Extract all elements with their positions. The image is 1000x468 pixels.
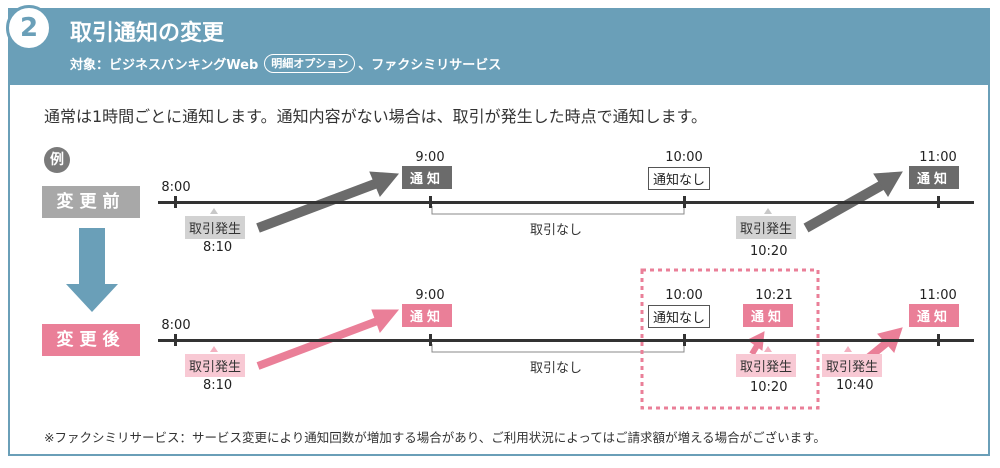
after-tick-8 xyxy=(174,334,177,346)
after-time-8: 8:00 xyxy=(161,318,191,333)
target-suffix: 、ファクシミリサービス xyxy=(358,58,502,73)
before-tick-8 xyxy=(174,196,177,208)
target-line: 対象：ビジネスバンキングWeb 明細オプション 、ファクシミリサービス xyxy=(70,54,501,73)
after-arrow-1 xyxy=(256,309,400,370)
down-arrow-icon xyxy=(66,228,118,312)
example-badge: 例 xyxy=(44,147,70,173)
before-notice-9: 通知 xyxy=(402,166,453,189)
footnote: ※ファクシミリサービス：サービス変更により通知回数が増加する場合があり、ご利用状… xyxy=(44,430,826,445)
before-arrow-2 xyxy=(803,171,903,233)
after-notice-1021: 通知 xyxy=(743,304,794,327)
after-gap-bracket xyxy=(431,344,685,353)
before-gap-label: 取引なし xyxy=(530,223,583,238)
after-pointer-3 xyxy=(844,346,852,352)
before-notice-10: 通知なし xyxy=(648,167,711,190)
after-arrow-2 xyxy=(747,331,765,356)
after-time-9: 9:00 xyxy=(415,288,445,303)
before-pointer-2 xyxy=(764,208,772,214)
before-time-8: 8:00 xyxy=(161,180,191,195)
lead-text: 通常は1時間ごとに通知します。通知内容がない場合は、取引が発生した時点で通知しま… xyxy=(44,107,707,126)
after-pointer-2 xyxy=(764,346,772,352)
header-banner xyxy=(8,8,990,85)
after-time-10: 10:00 xyxy=(665,288,703,303)
before-occurrence-2-time: 10:20 xyxy=(750,244,788,259)
after-gap-label: 取引なし xyxy=(530,361,583,376)
after-notice-11: 通知 xyxy=(909,304,960,327)
after-occurrence-2-time: 10:20 xyxy=(750,380,788,395)
before-time-9: 9:00 xyxy=(415,150,445,165)
before-arrow-1 xyxy=(256,171,399,233)
before-occurrence-1: 取引発生 xyxy=(185,216,246,239)
before-occurrence-1-time: 8:10 xyxy=(203,240,233,255)
before-occurrence-2: 取引発生 xyxy=(736,216,797,239)
after-occurrence-2: 取引発生 xyxy=(736,354,797,377)
before-tick-10 xyxy=(683,196,686,208)
after-time-1021: 10:21 xyxy=(755,288,793,303)
before-time-10: 10:00 xyxy=(665,150,703,165)
before-notice-11: 通知 xyxy=(909,166,960,189)
highlight-box xyxy=(640,268,820,410)
after-notice-9: 通知 xyxy=(402,304,453,327)
after-tick-11 xyxy=(937,334,940,346)
before-tick-11 xyxy=(937,196,940,208)
before-pointer-1 xyxy=(210,208,218,214)
after-notice-10: 通知なし xyxy=(648,305,711,328)
before-time-11: 11:00 xyxy=(919,150,957,165)
before-label: 変更前 xyxy=(42,186,140,218)
after-occurrence-3: 取引発生 xyxy=(822,354,883,377)
after-occurrence-1-time: 8:10 xyxy=(203,378,233,393)
after-occurrence-3-time: 10:40 xyxy=(836,378,874,393)
before-tick-9 xyxy=(429,196,432,208)
section-number: 2 xyxy=(6,5,52,51)
before-timeline xyxy=(158,201,974,204)
content-frame xyxy=(8,8,990,456)
target-prefix: 対象：ビジネスバンキングWeb xyxy=(70,58,259,73)
after-time-11: 11:00 xyxy=(919,288,957,303)
before-gap-bracket xyxy=(431,206,685,215)
section-title: 取引通知の変更 xyxy=(70,21,225,46)
after-tick-9 xyxy=(429,334,432,346)
after-tick-10 xyxy=(683,334,686,346)
after-timeline xyxy=(158,339,974,342)
option-pill: 明細オプション xyxy=(264,54,356,73)
after-pointer-1 xyxy=(210,346,218,352)
after-label: 変更後 xyxy=(42,324,140,356)
after-occurrence-1: 取引発生 xyxy=(185,354,246,377)
